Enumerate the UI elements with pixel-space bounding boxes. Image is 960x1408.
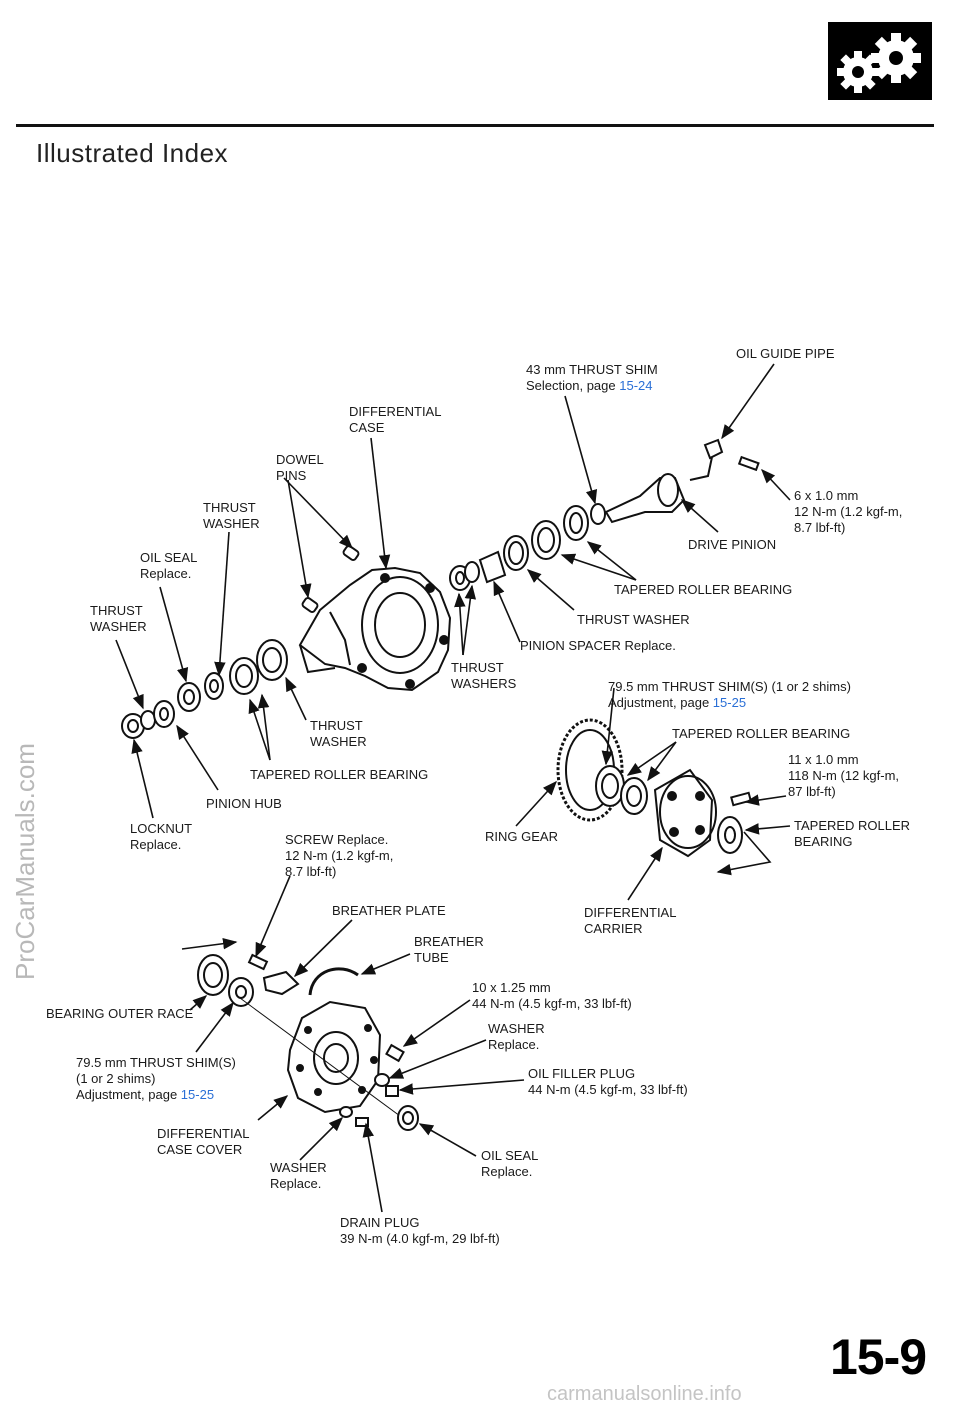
label-pinion-hub: PINION HUB (206, 796, 282, 811)
label-tapered-roller-bearing-3: TAPERED ROLLER BEARING (250, 767, 429, 782)
label-thrust-washer-mid: THRUST WASHER (577, 612, 690, 627)
label-bearing-outer-race: BEARING OUTER RACE (46, 1006, 194, 1021)
label-oil-filler-plug: OIL FILLER PLUG 44 N-m (4.5 kgf-m, 33 lb… (528, 1066, 688, 1097)
label-oil-seal-left: OIL SEAL Replace. (140, 550, 198, 581)
label-breather-plate: BREATHER PLATE (332, 903, 446, 918)
label-tapered-roller-bearing-4: TAPERED ROLLER BEARING (794, 818, 911, 849)
label-differential-case-cover: DIFFERENTIAL CASE COVER (157, 1126, 250, 1157)
label-drain-plug: DRAIN PLUG 39 N-m (4.0 kgf-m, 29 lbf-ft) (340, 1215, 500, 1246)
watermark-bottom: carmanualsonline.info (547, 1383, 742, 1405)
label-thrust-shim-79-top: 79.5 mm THRUST SHIM(S) (1 or 2 shims) Ad… (608, 679, 851, 710)
differential-case-cover-group (197, 953, 419, 1131)
page-title: Illustrated Index (36, 138, 229, 168)
label-locknut: LOCKNUT Replace. (130, 821, 193, 852)
label-pinion-spacer: PINION SPACER Replace. (520, 638, 676, 653)
label-thrust-washers: THRUST WASHERS (451, 660, 517, 691)
label-ring-gear: RING GEAR (485, 829, 558, 844)
label-breather-tube: BREATHER TUBE (414, 934, 484, 965)
label-dowel-pins: DOWEL PINS (276, 452, 324, 483)
drive-pinion-stack (449, 438, 760, 591)
label-bolt-10x125: 10 x 1.25 mm 44 N-m (4.5 kgf-m, 33 lbf-f… (472, 980, 632, 1011)
label-thrust-shim-43: 43 mm THRUST SHIM Selection, page 15-24 (526, 362, 658, 393)
gears-icon (828, 22, 932, 100)
shim-79-bottom-ref[interactable]: Adjustment, page 15-25 (76, 1087, 215, 1102)
label-differential-case: DIFFERENTIAL CASE (349, 404, 442, 435)
label-thrust-washer-center: THRUST WASHER (310, 718, 367, 749)
page-reference-link[interactable]: 15-25 (180, 1087, 215, 1102)
leader-lines (115, 363, 791, 1213)
label-washer-right: WASHER Replace. (488, 1021, 545, 1052)
label-oil-seal-bottom: OIL SEAL Replace. (481, 1148, 539, 1179)
page-reference-link[interactable]: 15-24 (619, 378, 653, 393)
label-thrust-shim-79-bottom: 79.5 mm THRUST SHIM(S) (1 or 2 shims) Ad… (76, 1055, 236, 1102)
label-drive-pinion: DRIVE PINION (688, 537, 777, 552)
differential-carrier-group (556, 718, 752, 858)
header-rule (16, 124, 934, 127)
shim-79-top-ref[interactable]: Adjustment, page 15-25 (608, 695, 747, 710)
pinion-hub-stack (121, 639, 288, 739)
label-tapered-roller-bearing-2: TAPERED ROLLER BEARING (672, 726, 851, 741)
label-tapered-roller-bearing-1: TAPERED ROLLER BEARING (614, 582, 793, 597)
shim-43-ref[interactable]: Selection, page 15-24 (526, 378, 653, 393)
differential-case (298, 566, 452, 692)
page-number: 15-9 (830, 1329, 927, 1385)
label-thrust-washer-left: THRUST WASHER (90, 603, 147, 634)
label-differential-carrier: DIFFERENTIAL CARRIER (584, 905, 677, 936)
label-thrust-washer-top: THRUST WASHER (203, 500, 260, 531)
page-reference-link[interactable]: 15-25 (712, 695, 747, 710)
label-oil-guide-pipe: OIL GUIDE PIPE (736, 346, 835, 361)
label-bolt-11x1: 11 x 1.0 mm 118 N-m (12 kgf-m, 87 lbf-ft… (788, 752, 900, 799)
label-screw: SCREW Replace. 12 N-m (1.2 kgf-m, 8.7 lb… (285, 832, 394, 879)
label-washer-bottom: WASHER Replace. (270, 1160, 327, 1191)
label-bolt-6x1: 6 x 1.0 mm 12 N-m (1.2 kgf-m, 8.7 lbf-ft… (794, 488, 903, 535)
